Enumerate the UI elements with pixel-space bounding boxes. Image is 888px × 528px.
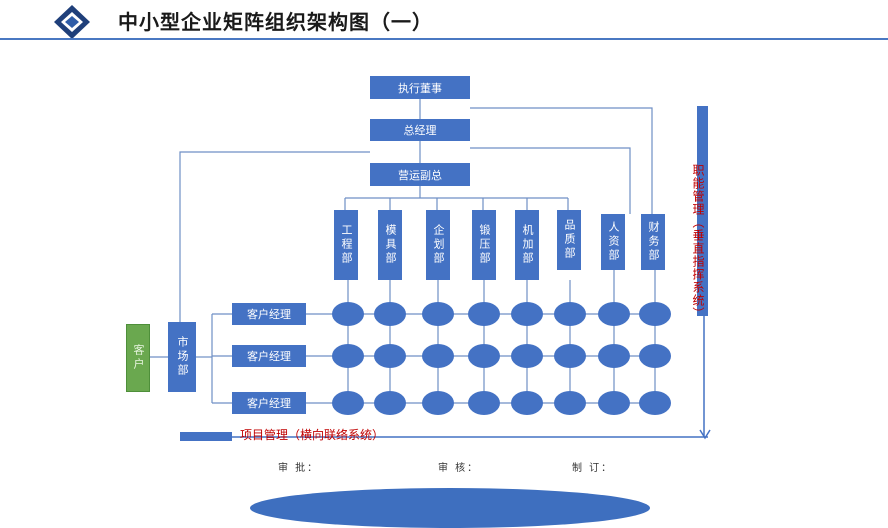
matrix-node (554, 302, 586, 326)
dept-quality: 品质部 (557, 210, 581, 270)
dept-machining: 机加部 (515, 210, 539, 280)
title-diamond-icon (52, 4, 92, 40)
matrix-node (511, 391, 543, 415)
matrix-node (374, 391, 406, 415)
matrix-node (639, 302, 671, 326)
footer-decoration (250, 488, 650, 528)
matrix-node (374, 302, 406, 326)
page-title: 中小型企业矩阵组织架构图（一） (118, 10, 433, 34)
customer-node: 客户 (126, 324, 150, 392)
matrix-node (639, 344, 671, 368)
matrix-node (422, 344, 454, 368)
matrix-node (374, 344, 406, 368)
matrix-node (468, 344, 500, 368)
matrix-node (468, 302, 500, 326)
dept-mold: 模具部 (378, 210, 402, 280)
chairman-node: 执行董事 (370, 76, 470, 99)
signature-review: 审 核： (438, 463, 480, 474)
matrix-node (468, 391, 500, 415)
matrix-node (554, 344, 586, 368)
signature-prepare: 制 订： (572, 463, 614, 474)
matrix-node (598, 302, 630, 326)
dept-forging: 锻压部 (472, 210, 496, 280)
matrix-node (422, 391, 454, 415)
horizontal-system-label: 项目管理（横向联络系统） (240, 428, 385, 442)
matrix-node (554, 391, 586, 415)
matrix-node (511, 344, 543, 368)
dept-hr: 人资部 (601, 214, 625, 270)
dept-engineering: 工程部 (334, 210, 358, 280)
matrix-node (332, 391, 364, 415)
title-divider (0, 38, 888, 40)
matrix-node (422, 302, 454, 326)
matrix-node (598, 344, 630, 368)
matrix-node (639, 391, 671, 415)
account-manager-1: 客户经理 (232, 303, 306, 325)
general-manager-node: 总经理 (370, 119, 470, 141)
vertical-system-label: 职能管理（垂直指挥系统） (691, 164, 705, 320)
matrix-node (511, 302, 543, 326)
matrix-node (598, 391, 630, 415)
matrix-node (332, 302, 364, 326)
market-dept-node: 市场部 (168, 322, 196, 392)
dept-planning: 企划部 (426, 210, 450, 280)
matrix-node (332, 344, 364, 368)
vp-operations-node: 营运副总 (370, 163, 470, 186)
account-manager-2: 客户经理 (232, 345, 306, 367)
signature-approve: 审 批： (278, 463, 320, 474)
dept-finance: 财务部 (641, 214, 665, 270)
account-manager-3: 客户经理 (232, 392, 306, 414)
